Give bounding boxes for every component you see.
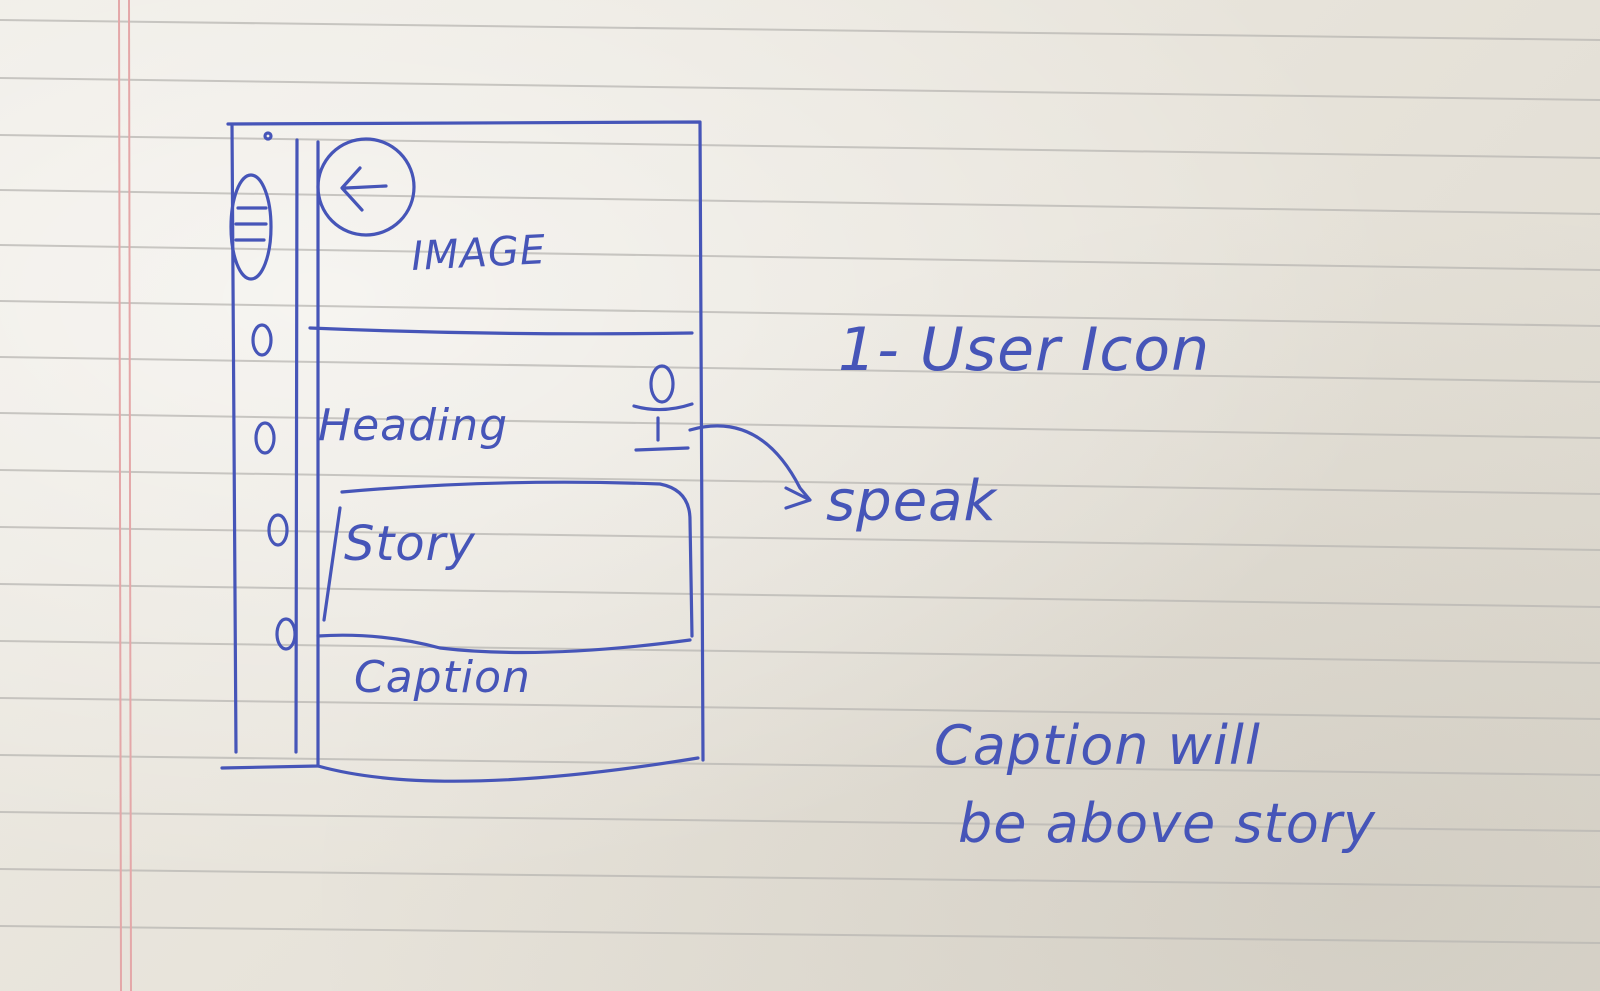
heading-label: Heading xyxy=(318,400,508,451)
speak-note: speak xyxy=(826,469,998,534)
user-icon-note: 1- User Icon xyxy=(838,315,1210,385)
caption-note-line2: be above story xyxy=(958,792,1376,855)
caption-label: Caption xyxy=(354,652,531,703)
user-icon[interactable] xyxy=(632,364,694,452)
caption-divider xyxy=(316,633,692,655)
image-label: IMAGE xyxy=(410,227,547,280)
speak-arrow xyxy=(688,424,812,510)
story-label: Story xyxy=(344,516,476,572)
margin-lines xyxy=(118,0,132,991)
story-box xyxy=(340,480,694,638)
sidebar-divider xyxy=(294,138,299,754)
story-left-edge xyxy=(322,506,342,622)
phone-bottom-edge xyxy=(316,756,700,783)
back-arrow-icon[interactable] xyxy=(316,137,416,237)
sidebar-dots[interactable] xyxy=(251,323,297,651)
image-bottom-border xyxy=(308,326,694,336)
menu-icon[interactable] xyxy=(229,173,273,281)
caption-note-line1: Caption will xyxy=(934,714,1261,777)
